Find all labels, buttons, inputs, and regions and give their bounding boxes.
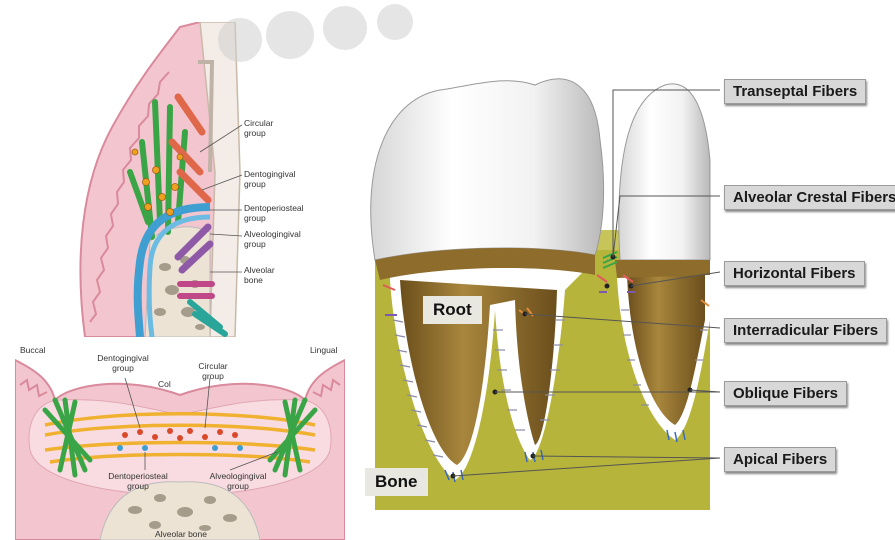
cross-section-illustration bbox=[15, 340, 345, 540]
label-lingual: Lingual bbox=[310, 346, 337, 356]
label-alveolar-crestal-fibers: Alveolar Crestal Fibers bbox=[724, 185, 895, 210]
label-transeptal-fibers: Transeptal Fibers bbox=[724, 79, 866, 104]
label-apical-fibers: Apical Fibers bbox=[724, 447, 836, 472]
label-interradicular-fibers: Interradicular Fibers bbox=[724, 318, 887, 343]
label-dentoperiosteal-group-cross: Dentoperiosteal group bbox=[103, 472, 173, 491]
gingival-cross-section: Buccal Lingual Col Dentogingival group C… bbox=[15, 340, 345, 540]
bone-label: Bone bbox=[365, 468, 428, 496]
label-alveolar-bone: Alveolar bone bbox=[244, 266, 294, 285]
root-label: Root bbox=[423, 296, 482, 324]
label-alveologingival-group-cross: Alveologingival group bbox=[205, 472, 271, 491]
label-buccal: Buccal bbox=[20, 346, 46, 356]
label-alveolar-bone-cross: Alveolar bone bbox=[155, 530, 207, 540]
label-circular-group: Circular group bbox=[244, 119, 294, 138]
watermark bbox=[120, 0, 540, 80]
label-dentogingival-group-cross: Dentogingival group bbox=[93, 354, 153, 373]
label-col: Col bbox=[158, 380, 171, 390]
label-alveologingival-group: Alveologingival group bbox=[244, 230, 305, 249]
label-circular-group-cross: Circular group bbox=[193, 362, 233, 381]
label-oblique-fibers: Oblique Fibers bbox=[724, 381, 847, 406]
label-dentoperiosteal-group: Dentoperiosteal group bbox=[244, 204, 305, 223]
label-horizontal-fibers: Horizontal Fibers bbox=[724, 261, 865, 286]
label-dentogingival-group: Dentogingival group bbox=[244, 170, 304, 189]
